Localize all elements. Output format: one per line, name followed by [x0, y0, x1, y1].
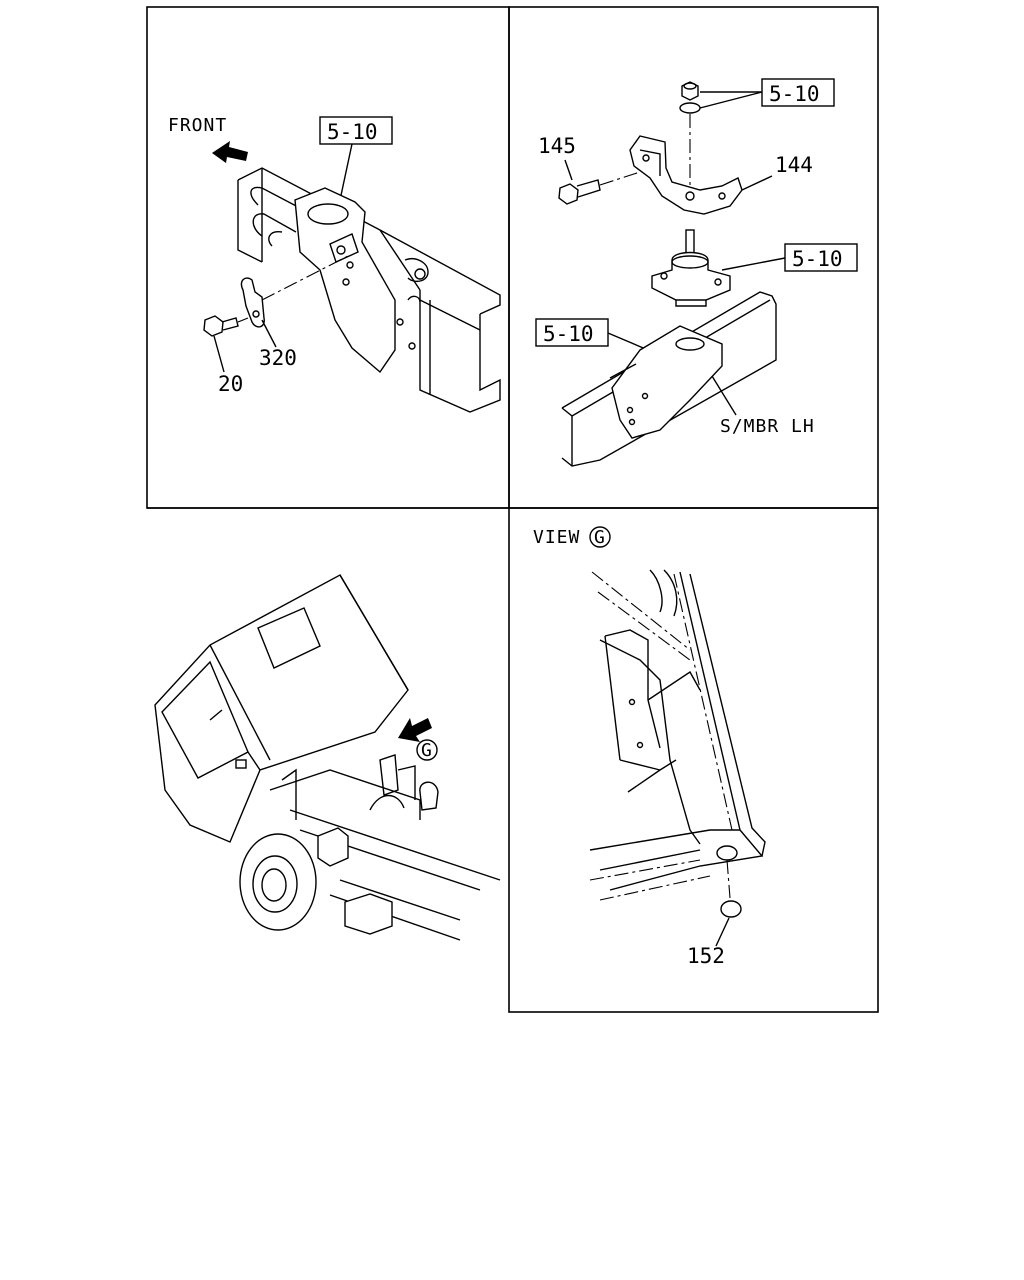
smbr-label: S/MBR LH [720, 416, 815, 437]
panel-top-right: 5-10 145 144 [535, 78, 858, 467]
ref-box-5-10-tl [319, 116, 393, 145]
view-g-frame [589, 569, 766, 901]
truck-wheel [239, 833, 317, 931]
frame-rail-front [237, 167, 501, 413]
view-callout-circle [416, 739, 438, 761]
panel-frames [146, 6, 879, 1013]
view-letter-circle [589, 526, 611, 548]
panel-bottom-right: VIEW G 152 [533, 526, 766, 968]
part-label-320: 320 [259, 346, 297, 370]
view-label: VIEW [533, 527, 580, 548]
ref-box-5-10-tr-mid [784, 243, 858, 272]
ref-box-5-10-tr-top [761, 78, 835, 107]
bolt-20 [203, 315, 249, 337]
bolt-145 [558, 171, 641, 205]
truck-chassis [269, 754, 501, 941]
part-label-145: 145 [538, 134, 576, 158]
nut-washer [679, 81, 701, 192]
part-label-144: 144 [775, 153, 813, 177]
frame-rail-rear [561, 291, 777, 467]
ref-label-5-10-tr-top: 5-10 [769, 82, 820, 106]
truck-cab [154, 574, 409, 843]
view-letter: G [594, 527, 606, 548]
bracket-tl [294, 187, 429, 374]
plug-152 [720, 900, 742, 918]
part-label-20: 20 [218, 372, 243, 396]
rubber-mount [651, 229, 731, 307]
front-arrow-icon [212, 141, 248, 163]
hook-plate-320 [240, 254, 351, 328]
ref-box-5-10-tr-low [535, 318, 609, 347]
ref-label-5-10-tl: 5-10 [327, 120, 378, 144]
ref-label-5-10-tr-mid: 5-10 [792, 247, 843, 271]
ref-label-5-10-tr-low: 5-10 [543, 322, 594, 346]
panel-bottom-left: G [154, 574, 501, 941]
bracket-144 [629, 135, 743, 215]
front-label: FRONT [168, 115, 227, 136]
view-direction-arrow-icon [398, 718, 432, 742]
part-label-152: 152 [687, 944, 725, 968]
view-callout-letter: G [421, 740, 433, 761]
panel-top-left: FRONT 5-10 [168, 115, 501, 413]
